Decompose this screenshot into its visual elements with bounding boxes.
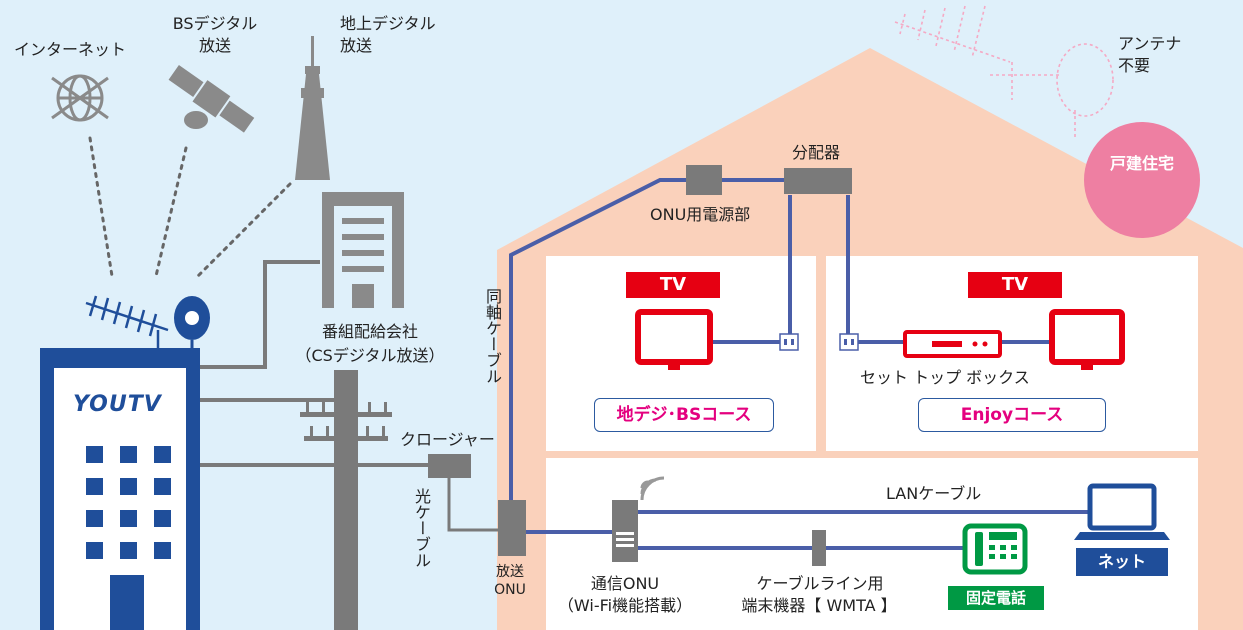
terrestrial-label-line2: 放送	[340, 36, 373, 55]
tv-right-badge: TV	[968, 272, 1062, 298]
broadcast-onu-device	[498, 500, 526, 556]
set-top-box-icon	[903, 330, 1002, 358]
optical-cable-label: 光ケーブル	[412, 488, 431, 568]
yagi-antenna-icon	[85, 295, 169, 348]
comm-onu-label-line2: （Wi-Fi機能搭載）	[557, 596, 693, 615]
bs-label-line1: BSデジタル	[172, 14, 258, 33]
house-type-label: 戸建住宅	[1109, 154, 1174, 173]
wmta-device	[812, 530, 826, 566]
house-type-badge	[1084, 122, 1200, 238]
onu-power-device	[686, 165, 722, 195]
lan-cable-label: LANケーブル	[886, 484, 982, 503]
landline-badge: 固定電話	[948, 586, 1044, 610]
utility-pole-icon	[300, 370, 392, 630]
wall-outlet-right-icon	[839, 333, 859, 351]
antenna-not-needed-line2: 不要	[1118, 56, 1151, 75]
station-logo: YOUTV	[73, 392, 162, 417]
broadcaster-label-line1: 番組配給会社	[321, 322, 418, 341]
coaxial-cable-lines	[509, 178, 1090, 550]
laptop-icon	[1074, 483, 1170, 540]
net-badge: ネット	[1076, 548, 1168, 576]
closure-device	[428, 454, 471, 478]
landline-phone-icon	[962, 523, 1028, 575]
antenna-not-needed-icon	[894, 5, 1114, 140]
wifi-icon	[640, 476, 665, 501]
set-top-box-label: セット トップ ボックス	[860, 368, 1030, 387]
internet-globe-icon	[51, 74, 109, 122]
enjoy-course-badge: Enjoyコース	[918, 398, 1106, 432]
terrestrial-label-line1: 地上デジタル	[340, 14, 436, 33]
antenna-not-needed-line1: アンテナ	[1118, 34, 1182, 53]
comm-onu-device	[612, 500, 638, 562]
broadcast-onu-label-line2: ONU	[494, 582, 526, 598]
tv-right-icon	[1049, 309, 1125, 370]
comm-onu-label-line1: 通信ONU	[590, 574, 660, 593]
tv-left-badge: TV	[626, 272, 720, 298]
splitter-device	[784, 168, 852, 194]
splitter-label: 分配器	[792, 143, 841, 162]
coaxial-cable-label: 同軸ケーブル	[483, 288, 502, 384]
broadcast-onu-label-line1: 放送	[496, 564, 524, 580]
terrestrial-bs-course-badge: 地デジ･BSコース	[594, 398, 774, 432]
signal-dotted-lines	[88, 136, 292, 280]
tv-station-building	[40, 348, 200, 630]
broadcaster-label-line2: （CSデジタル放送）	[295, 346, 445, 365]
parabola-antenna-icon	[174, 296, 210, 348]
onu-power-label: ONU用電源部	[650, 205, 751, 224]
internet-label: インターネット	[14, 40, 127, 59]
wmta-label-line2: 端末機器【 WMTA 】	[741, 596, 897, 615]
satellite-icon	[168, 65, 255, 133]
wmta-label-line1: ケーブルライン用	[756, 574, 884, 593]
gray-connection-lines	[200, 260, 430, 467]
optical-cable-line	[447, 478, 500, 532]
broadcaster-building-icon	[322, 192, 404, 308]
tv-left-icon	[635, 309, 713, 370]
broadcast-tower-icon	[295, 36, 330, 180]
wall-outlet-left-icon	[779, 333, 799, 351]
bs-label-line2: 放送	[198, 36, 231, 55]
closure-label: クロージャー	[400, 430, 495, 449]
